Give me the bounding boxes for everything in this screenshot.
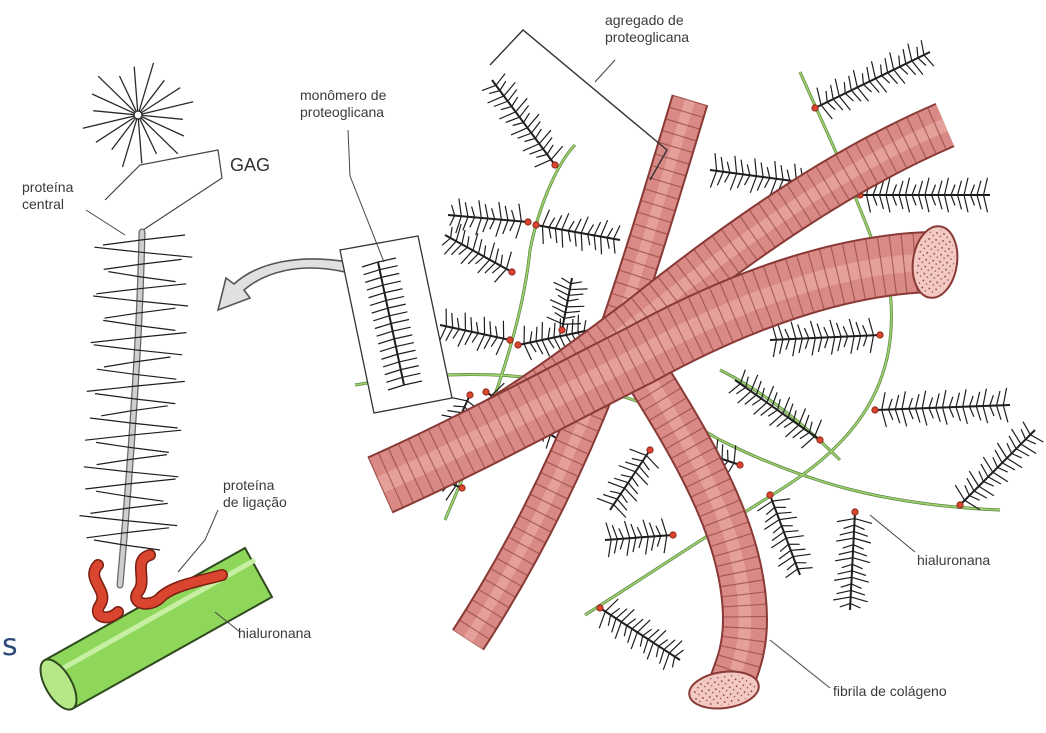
hyaluronan-left-label: hialuronana	[238, 625, 311, 642]
link-protein-pointer	[178, 510, 218, 572]
proteoglycan-aggregate	[340, 30, 1043, 713]
monomer-label-line2: proteoglicana	[300, 104, 384, 121]
aggregate-label-line1: agregado de	[605, 12, 684, 29]
hyaluronan-right-label: hialuronana	[917, 552, 990, 569]
hyaluronan-right-pointer	[870, 515, 915, 552]
core-protein-pointer	[86, 210, 125, 235]
monomer-label-line1: monômero de	[300, 87, 386, 104]
gag-pointer-lines	[105, 150, 222, 232]
core-protein-label-line1: proteína	[22, 179, 73, 196]
aggregate-pointer	[595, 60, 615, 82]
link-protein-label-line2: de ligação	[223, 494, 287, 511]
aggregate-label-line2: proteoglicana	[605, 29, 689, 46]
core-protein-label-line2: central	[22, 196, 64, 213]
collagen-fibril-label: fibrila de colágeno	[833, 683, 947, 700]
aggregate-bracket	[490, 30, 667, 180]
collagen-pointer	[770, 640, 830, 688]
hyaluronan-cylinder	[33, 548, 272, 715]
link-protein-label-line1: proteína	[223, 477, 274, 494]
gag-label: GAG	[230, 157, 270, 174]
edge-text-fragment: s	[2, 628, 18, 663]
gag-star-icon	[83, 63, 193, 167]
monomer-highlight-box	[340, 130, 452, 413]
arrow-icon	[218, 259, 348, 310]
